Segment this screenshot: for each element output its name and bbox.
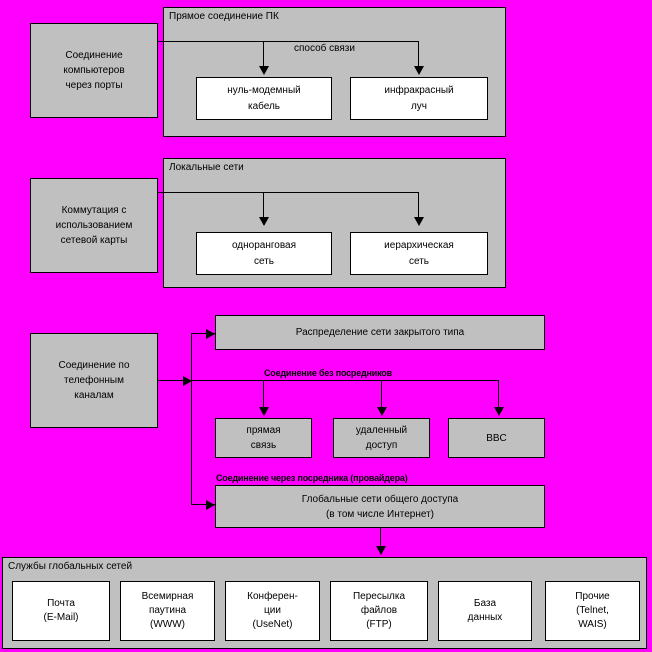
arrow-direct-pc-child-2 xyxy=(414,66,424,75)
edge-label-sposob-svyazi: способ связи xyxy=(294,43,355,54)
service-box-database-line-1: База xyxy=(473,598,497,609)
connector-direct-trunk xyxy=(191,380,499,381)
service-box-database-line-2: данных xyxy=(467,612,503,623)
box-infrared-beam: инфракрасный луч xyxy=(350,77,488,120)
box-bbc-line-1: BBC xyxy=(486,432,507,444)
arrow-lan-child-2 xyxy=(414,217,424,226)
box-infrared-beam-line-1: инфракрасный xyxy=(384,84,454,96)
service-box-database: База данных xyxy=(438,581,532,641)
service-box-other-line-2: (Telnet, xyxy=(576,605,609,616)
service-box-ftp: Пересылка файлов (FTP) xyxy=(330,581,428,641)
service-box-mail: Почта (E-Mail) xyxy=(12,581,110,641)
box-direct-connection-line-2: связь xyxy=(250,440,277,451)
box-remote-access: удаленный доступ xyxy=(333,418,430,458)
connector-lan-drop-1 xyxy=(263,192,264,219)
box-global-networks-line-2: (в том числе Интернет) xyxy=(325,508,435,520)
arrow-direct-child-2 xyxy=(377,407,387,416)
source-box-telephone-channels-line-2: телефонным xyxy=(64,375,124,386)
source-box-network-card-line-2: использованием xyxy=(55,220,133,231)
connector-direct-drop-3 xyxy=(498,380,499,409)
box-peer-to-peer-network-line-1: одноранговая xyxy=(231,239,297,251)
service-box-ftp-line-1: Пересылка xyxy=(352,591,406,602)
connector-global-to-services xyxy=(380,528,381,548)
arrow-telephone-trunk xyxy=(183,376,192,386)
arrow-closed-network xyxy=(206,329,215,339)
service-box-usenet-line-3: (UseNet) xyxy=(252,619,293,630)
panel-direct-pc-title: Прямое соединение ПК xyxy=(169,11,279,22)
box-remote-access-line-1: удаленный xyxy=(355,425,408,436)
panel-global-services-title: Службы глобальных сетей xyxy=(8,561,133,572)
connector-telephone-trunk xyxy=(191,333,192,504)
connector-closed-network xyxy=(191,333,215,334)
source-box-telephone-channels: Соединение по телефонным каналам xyxy=(30,333,158,428)
service-box-ftp-line-3: (FTP) xyxy=(366,619,392,630)
connector-direct-drop-2 xyxy=(381,380,382,409)
service-box-mail-line-1: Почта xyxy=(47,598,75,609)
arrow-global-to-services xyxy=(376,546,386,555)
connector-direct-pc-trunk xyxy=(212,41,419,42)
arrow-direct-child-3 xyxy=(494,407,504,416)
arrow-direct-child-1 xyxy=(259,407,269,416)
service-box-other-line-1: Прочие xyxy=(575,591,610,602)
box-hierarchical-network-line-1: иерархическая xyxy=(384,239,454,251)
arrow-provider xyxy=(206,500,215,510)
service-box-www-line-2: паутина xyxy=(148,605,187,616)
connector-lan-drop-2 xyxy=(418,192,419,219)
service-box-www-line-1: Всемирная xyxy=(141,591,194,602)
source-box-ports-line-3: через порты xyxy=(65,80,123,91)
source-box-ports: Соединение компьютеров через порты xyxy=(30,23,158,118)
service-box-mail-line-2: (E-Mail) xyxy=(43,612,79,623)
service-box-www-line-3: (WWW) xyxy=(150,619,185,630)
box-global-networks: Глобальные сети общего доступа (в том чи… xyxy=(215,485,545,528)
box-null-modem-cable: нуль-модемный кабель xyxy=(196,77,332,120)
box-closed-type-network: Распределение сети закрытого типа xyxy=(215,315,545,350)
service-box-usenet: Конферен- ции (UseNet) xyxy=(225,581,320,641)
panel-lan-title: Локальные сети xyxy=(169,162,244,173)
label-direct-no-intermediary: Соединение без посредников xyxy=(264,368,392,378)
box-hierarchical-network-line-2: сеть xyxy=(408,255,430,267)
connector-direct-drop-1 xyxy=(263,380,264,409)
connector-direct-pc-drop-2 xyxy=(418,41,419,68)
box-direct-connection: прямая связь xyxy=(215,418,312,458)
box-global-networks-line-1: Глобальные сети общего доступа xyxy=(301,493,459,505)
connector-telephone-feed xyxy=(158,380,192,381)
source-box-network-card-line-1: Коммутация с xyxy=(61,205,127,216)
service-box-usenet-line-1: Конферен- xyxy=(247,591,298,602)
connector-direct-pc-drop-1 xyxy=(263,41,264,68)
box-remote-access-line-2: доступ xyxy=(365,440,398,451)
service-box-other-line-3: WAIS) xyxy=(578,619,607,630)
box-infrared-beam-line-2: луч xyxy=(410,100,428,112)
box-peer-to-peer-network-line-2: сеть xyxy=(253,255,275,267)
source-box-telephone-channels-line-3: каналам xyxy=(74,390,114,401)
box-bbc: BBC xyxy=(448,418,545,458)
connector-lan-trunk xyxy=(212,192,419,193)
box-null-modem-cable-line-1: нуль-модемный xyxy=(227,84,301,96)
arrow-lan-child-1 xyxy=(259,217,269,226)
box-direct-connection-line-1: прямая xyxy=(246,425,281,436)
service-box-usenet-line-2: ции xyxy=(264,605,281,616)
source-box-ports-line-2: компьютеров xyxy=(63,65,125,76)
service-box-ftp-line-2: файлов xyxy=(360,605,398,616)
service-box-www: Всемирная паутина (WWW) xyxy=(120,581,215,641)
source-box-network-card-line-3: сетевой карты xyxy=(60,235,128,246)
box-peer-to-peer-network: одноранговая сеть xyxy=(196,232,332,275)
label-via-provider: Соединение через посредника (провайдера) xyxy=(216,473,408,483)
box-hierarchical-network: иерархическая сеть xyxy=(350,232,488,275)
connector-provider xyxy=(191,504,215,505)
arrow-direct-pc-child-1 xyxy=(259,66,269,75)
source-box-telephone-channels-line-1: Соединение по xyxy=(58,360,130,371)
box-closed-type-network-label: Распределение сети закрытого типа xyxy=(295,327,465,338)
source-box-ports-line-1: Соединение xyxy=(65,50,123,61)
source-box-network-card: Коммутация с использованием сетевой карт… xyxy=(30,178,158,273)
service-box-other: Прочие (Telnet, WAIS) xyxy=(545,581,640,641)
connector-card-to-panel xyxy=(158,192,213,193)
connector-ports-to-panel xyxy=(158,41,213,42)
box-null-modem-cable-line-2: кабель xyxy=(247,100,281,112)
